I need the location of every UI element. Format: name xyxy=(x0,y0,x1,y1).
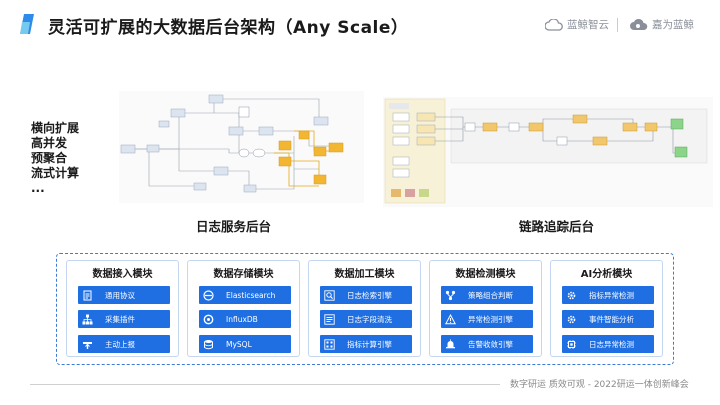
tree-icon xyxy=(78,310,96,328)
page-title: 灵活可扩展的大数据后台架构（Any Scale） xyxy=(48,18,409,38)
brand-primary-label: 蓝鲸智云 xyxy=(567,19,609,31)
gear-icon xyxy=(562,286,580,304)
strategy-icon xyxy=(441,286,459,304)
brand-secondary-label: 嘉为蓝鲸 xyxy=(652,19,694,31)
feature-list: 横向扩展 高并发 预聚合 流式计算 ... xyxy=(31,121,79,196)
alarm-icon xyxy=(441,335,459,353)
button-label: InfluxDB xyxy=(226,314,258,324)
document-icon xyxy=(78,286,96,304)
button-label: 日志字段清洗 xyxy=(347,314,392,324)
modules-container xyxy=(56,253,674,365)
mysql-button[interactable]: MySQL xyxy=(199,335,291,353)
tracing-diagram xyxy=(383,97,713,207)
elasticsearch-button[interactable]: Elasticsearch xyxy=(199,286,291,304)
module-ai-analysis: AI分析模块 指标异常检测 事件智能分析 日志异常检测 xyxy=(550,260,663,357)
module-title: 数据加工模块 xyxy=(334,269,395,280)
metric-anomaly-button[interactable]: 指标异常检测 xyxy=(562,286,654,304)
footer-text: 数字研运 质效可观 - 2022研运一体创新峰会 xyxy=(510,380,689,390)
log-clean-button[interactable]: 日志字段清洗 xyxy=(320,310,412,328)
module-data-processing: 数据加工模块 日志检索引擎 日志字段清洗 指标计算引擎 xyxy=(308,260,421,357)
warning-icon xyxy=(441,310,459,328)
module-title: AI分析模块 xyxy=(580,269,633,280)
plugin-button[interactable]: 采集插件 xyxy=(78,310,170,328)
alarm-converge-button[interactable]: 告警收敛引擎 xyxy=(441,335,533,353)
feature-item: 流式计算 xyxy=(31,166,80,180)
button-label: 采集插件 xyxy=(105,314,135,324)
button-label: 主动上报 xyxy=(105,339,135,349)
cloud-logo-icon xyxy=(545,18,563,31)
protocol-button[interactable]: 通用协议 xyxy=(78,286,170,304)
report-button[interactable]: 主动上报 xyxy=(78,335,170,353)
module-title: 数据检测模块 xyxy=(455,269,516,280)
feature-item: 预聚合 xyxy=(31,151,68,165)
feature-item: 高并发 xyxy=(31,136,68,150)
button-label: 日志异常检测 xyxy=(589,339,634,349)
brand-bk: 蓝鲸智云 xyxy=(545,17,609,32)
elasticsearch-icon xyxy=(199,286,217,304)
database-icon xyxy=(199,335,217,353)
log-service-diagram xyxy=(119,91,364,203)
log-anomaly-button[interactable]: 日志异常检测 xyxy=(562,335,654,353)
button-label: Elasticsearch xyxy=(226,290,276,300)
brand-canway: 嘉为蓝鲸 xyxy=(630,17,694,32)
influxdb-button[interactable]: InfluxDB xyxy=(199,310,291,328)
list-icon xyxy=(320,310,338,328)
log-service-caption: 日志服务后台 xyxy=(196,219,272,234)
calculator-icon xyxy=(320,335,338,353)
module-data-detection: 数据检测模块 策略组合判断 异常检测引擎 告警收敛引擎 xyxy=(429,260,542,357)
anomaly-engine-button[interactable]: 异常检测引擎 xyxy=(441,310,533,328)
button-label: 告警收敛引擎 xyxy=(468,339,513,349)
search-icon xyxy=(320,286,338,304)
canway-logo-icon xyxy=(630,18,648,30)
event-analysis-button[interactable]: 事件智能分析 xyxy=(562,310,654,328)
feature-item: ... xyxy=(31,181,45,195)
tracing-caption: 链路追踪后台 xyxy=(519,219,595,234)
button-label: 通用协议 xyxy=(105,290,135,300)
button-label: 策略组合判断 xyxy=(468,290,513,300)
chip-icon xyxy=(562,335,580,353)
footer-divider xyxy=(30,384,500,385)
strategy-button[interactable]: 策略组合判断 xyxy=(441,286,533,304)
button-label: 指标计算引擎 xyxy=(347,339,392,349)
upload-icon xyxy=(78,335,96,353)
metric-calc-button[interactable]: 指标计算引擎 xyxy=(320,335,412,353)
brand-divider xyxy=(617,18,618,32)
button-label: MySQL xyxy=(226,339,252,349)
gear-icon xyxy=(562,310,580,328)
module-data-ingestion: 数据接入模块 通用协议 采集插件 主动上报 xyxy=(66,260,179,357)
button-label: 日志检索引擎 xyxy=(347,290,392,300)
log-search-button[interactable]: 日志检索引擎 xyxy=(320,286,412,304)
title-accent-icon xyxy=(20,14,34,34)
feature-item: 横向扩展 xyxy=(31,121,80,135)
module-title: 数据存储模块 xyxy=(213,269,274,280)
module-title: 数据接入模块 xyxy=(92,269,153,280)
button-label: 事件智能分析 xyxy=(589,314,634,324)
button-label: 异常检测引擎 xyxy=(468,314,513,324)
button-label: 指标异常检测 xyxy=(589,290,634,300)
module-data-storage: 数据存储模块 Elasticsearch InfluxDB MySQL xyxy=(187,260,300,357)
influxdb-icon xyxy=(199,310,217,328)
